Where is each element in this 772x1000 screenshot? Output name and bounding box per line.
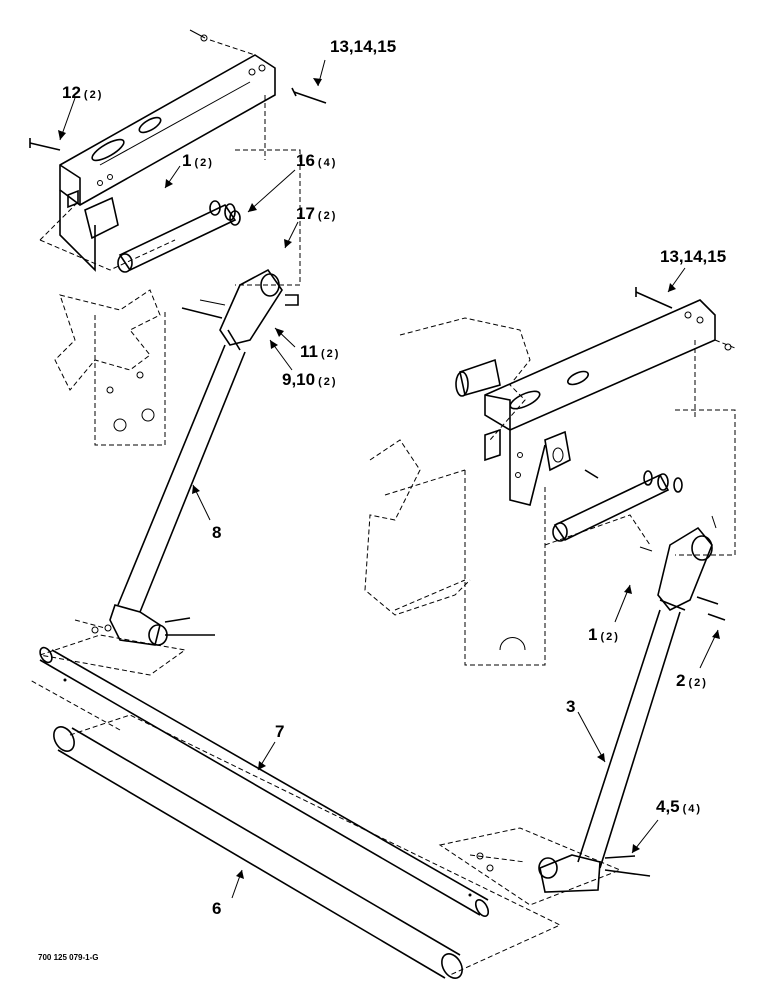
callout-11: 11(2) — [300, 342, 340, 361]
lift-arm-8 — [39, 268, 299, 676]
callout-2-number: 2 — [676, 671, 685, 690]
callout-3: 3 — [566, 697, 575, 716]
callout-1-right-qty: (2) — [600, 631, 619, 643]
callout-13-14-15-top: 13,14,15 — [330, 37, 396, 56]
right-mount-bracket — [455, 287, 736, 556]
callout-12-qty: (2) — [84, 89, 103, 101]
callout-4-5-number: 4,5 — [656, 797, 680, 816]
lift-arm-3 — [438, 515, 726, 906]
callout-4-5: 4,5(4) — [656, 797, 702, 816]
callout-13-14-15-right: 13,14,15 — [660, 247, 726, 266]
callout-9-10: 9,10(2) — [282, 370, 338, 389]
callout-9-10-qty: (2) — [318, 376, 337, 388]
right-frame-post — [364, 317, 546, 666]
arrowheads — [58, 78, 720, 879]
cross-tube-6 — [53, 714, 562, 979]
cross-tube-7 — [29, 646, 490, 917]
left-frame-post — [54, 289, 166, 446]
document-id: 700 125 079-1-G — [38, 953, 99, 962]
callout-4-5-qty: (4) — [683, 803, 702, 815]
leader-lines — [59, 59, 719, 899]
callout-7: 7 — [275, 722, 284, 741]
callout-16-number: 16 — [296, 151, 315, 170]
callout-8: 8 — [212, 523, 221, 542]
callout-16-qty: (4) — [318, 157, 337, 169]
callout-12-number: 12 — [62, 83, 81, 102]
callout-2-qty: (2) — [688, 677, 707, 689]
callout-2: 2(2) — [676, 671, 708, 690]
callout-16: 16(4) — [296, 151, 337, 170]
callout-1-right-number: 1 — [588, 625, 597, 644]
callout-11-number: 11 — [300, 342, 318, 361]
callout-6: 6 — [212, 899, 221, 918]
callout-1-right: 1(2) — [588, 625, 620, 644]
callout-17: 17(2) — [296, 204, 337, 223]
callout-17-number: 17 — [296, 204, 315, 223]
callout-9-10-number: 9,10 — [282, 370, 315, 389]
callout-12: 12(2) — [62, 83, 103, 102]
callout-1-left: 1(2) — [182, 151, 214, 170]
left-mount-bracket — [29, 29, 327, 286]
callout-1-left-number: 1 — [182, 151, 191, 170]
callout-17-qty: (2) — [318, 210, 337, 222]
callout-11-qty: (2) — [321, 348, 340, 360]
callout-1-left-qty: (2) — [194, 157, 213, 169]
